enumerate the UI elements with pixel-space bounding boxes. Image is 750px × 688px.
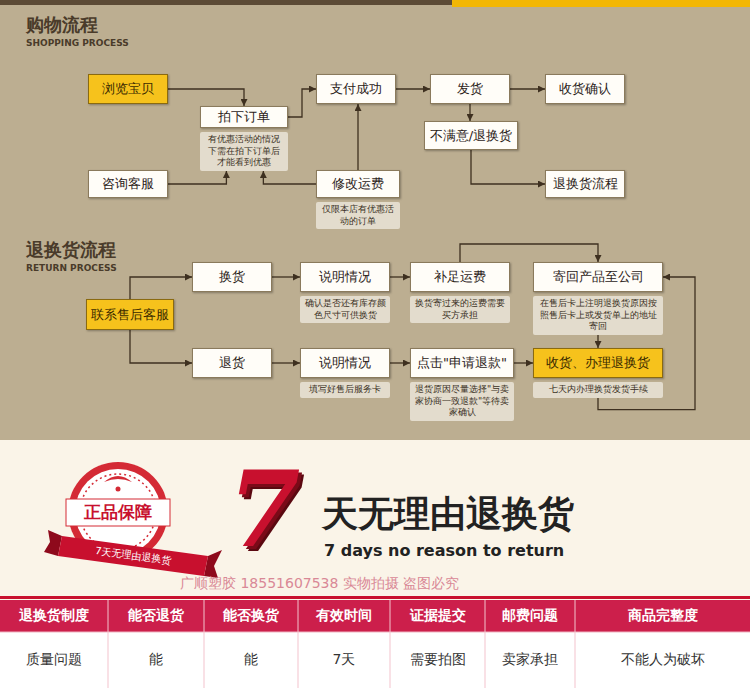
flow-arrow bbox=[471, 150, 545, 184]
section-subheading: SHOPPING PROCESS bbox=[26, 37, 186, 49]
step-note: 填写好售后服务卡 bbox=[300, 382, 390, 398]
step-label: 修改运费 bbox=[316, 170, 400, 198]
table-cell: 7天 bbox=[298, 632, 390, 688]
table-header-cell: 退换货制度 bbox=[0, 600, 108, 632]
step-label: 退换货流程 bbox=[545, 170, 625, 198]
step-label: 寄回产品至公司 bbox=[533, 262, 663, 292]
flow-arrow bbox=[272, 276, 300, 277]
guarantee-panel bbox=[0, 440, 750, 598]
step-note: 有优惠活动的情况下需在拍下订单后才能看到优惠 bbox=[200, 132, 288, 171]
step-note: 仅限本店有优惠活动的订单 bbox=[316, 202, 400, 229]
flow-arrow bbox=[514, 362, 533, 363]
top-tab bbox=[452, 0, 750, 7]
process-box: 说明情况确认是否还有库存颜色尺寸可供换货 bbox=[300, 262, 390, 323]
process-box: 修改运费仅限本店有优惠活动的订单 bbox=[316, 170, 400, 229]
process-box: 拍下订单有优惠活动的情况下需在拍下订单后才能看到优惠 bbox=[200, 106, 288, 171]
step-label: 退货 bbox=[192, 348, 272, 378]
step-label: 收货、办理退换货 bbox=[533, 348, 663, 378]
flow-arrow bbox=[130, 277, 192, 299]
step-label: 浏览宝贝 bbox=[88, 74, 168, 104]
slogan: 天无理由退换货 bbox=[322, 492, 632, 536]
step-label: 联系售后客服 bbox=[86, 299, 174, 330]
flow-arrow bbox=[272, 362, 300, 363]
table-cell: 能 bbox=[108, 632, 204, 688]
big-numeral: 7 bbox=[228, 452, 320, 568]
table-cell: 质量问题 bbox=[0, 632, 108, 688]
process-box: 说明情况填写好售后服务卡 bbox=[300, 348, 390, 398]
step-label: 说明情况 bbox=[300, 262, 390, 292]
flow-arrow bbox=[288, 89, 316, 117]
policy-table bbox=[0, 600, 750, 688]
badge bbox=[44, 462, 222, 578]
flow-arrow bbox=[168, 171, 226, 184]
flow-arrow bbox=[597, 335, 598, 348]
table-header-cell: 能否换货 bbox=[204, 600, 298, 632]
flow-arrow bbox=[460, 244, 598, 262]
process-box: 补足运费换货寄过来的运费需要买方承担 bbox=[410, 262, 510, 323]
step-note: 在售后卡上注明退换货原因按照售后卡上或发货单上的地址寄回 bbox=[533, 296, 663, 335]
table-cell: 不能人为破坏 bbox=[575, 632, 750, 688]
badge-text: 正品保障 bbox=[68, 500, 168, 525]
ribbon-text: 7天无理由退换货 bbox=[72, 540, 193, 572]
flow-arrow bbox=[263, 171, 316, 184]
table-header-cell: 能否退货 bbox=[108, 600, 204, 632]
process-box: 换货 bbox=[192, 262, 272, 292]
table-header-cell: 有效时间 bbox=[298, 600, 390, 632]
table-header-cell: 证据提交 bbox=[390, 600, 485, 632]
process-box: 退货 bbox=[192, 348, 272, 378]
table-cell: 卖家承担 bbox=[485, 632, 575, 688]
process-box: 点击"申请退款" 退货原因尽量选择"与卖家协商一致退款"等待卖家确认 bbox=[410, 348, 514, 421]
step-label: 拍下订单 bbox=[200, 106, 288, 128]
step-label: 咨询客服 bbox=[88, 170, 168, 198]
process-box: 不满意/退换货 bbox=[424, 121, 518, 150]
flow-arrow bbox=[396, 88, 430, 89]
flow-arrow bbox=[390, 362, 410, 363]
process-box: 寄回产品至公司在售后卡上注明退换货原因按照售后卡上或发货单上的地址寄回 bbox=[533, 262, 663, 335]
step-label: 补足运费 bbox=[410, 262, 510, 292]
section-subheading: RETURN PROCESS bbox=[26, 262, 186, 274]
process-box: 支付成功 bbox=[316, 74, 396, 104]
rule-line bbox=[0, 596, 750, 599]
flow-arrow bbox=[130, 330, 192, 363]
process-box: 发货 bbox=[430, 74, 510, 104]
step-label: 说明情况 bbox=[300, 348, 390, 378]
slogan-english: 7 days no reason to return bbox=[324, 540, 604, 560]
section-heading: 退换货流程 bbox=[26, 238, 166, 262]
table-cell: 能 bbox=[204, 632, 298, 688]
step-note: 确认是否还有库存颜色尺寸可供换货 bbox=[300, 296, 390, 323]
highlight-step-box: 收货、办理退换货七天内办理换货发货手续 bbox=[533, 348, 663, 398]
step-label: 不满意/退换货 bbox=[424, 121, 518, 150]
process-box: 咨询客服 bbox=[88, 170, 168, 198]
step-note: 退货原因尽量选择"与卖家协商一致退款"等待卖家确认 bbox=[410, 382, 514, 421]
process-box: 收货确认 bbox=[545, 74, 625, 104]
section-heading: 购物流程 bbox=[26, 13, 166, 37]
process-box: 退换货流程 bbox=[545, 170, 625, 198]
table-cell: 需要拍图 bbox=[390, 632, 485, 688]
table-header-cell: 邮费问题 bbox=[485, 600, 575, 632]
watermark: 广顺塑胶 18551607538 实物拍摄 盗图必究 bbox=[180, 574, 740, 594]
step-label: 支付成功 bbox=[316, 74, 396, 104]
step-note: 换货寄过来的运费需要买方承担 bbox=[410, 296, 510, 323]
process-panel bbox=[0, 0, 750, 440]
flow-arrow bbox=[357, 104, 358, 170]
step-label: 换货 bbox=[192, 262, 272, 292]
flow-arrow bbox=[510, 88, 545, 89]
highlight-step-box: 浏览宝贝 bbox=[88, 74, 168, 104]
flow-arrow bbox=[390, 276, 410, 277]
table-header-cell: 商品完整度 bbox=[575, 600, 750, 632]
flow-arrow bbox=[469, 104, 470, 121]
step-label: 发货 bbox=[430, 74, 510, 104]
step-label: 点击"申请退款" bbox=[410, 348, 514, 378]
highlight-step-box: 联系售后客服 bbox=[86, 299, 174, 330]
step-label: 收货确认 bbox=[545, 74, 625, 104]
step-note: 七天内办理换货发货手续 bbox=[533, 382, 663, 398]
flow-arrow bbox=[168, 89, 244, 106]
